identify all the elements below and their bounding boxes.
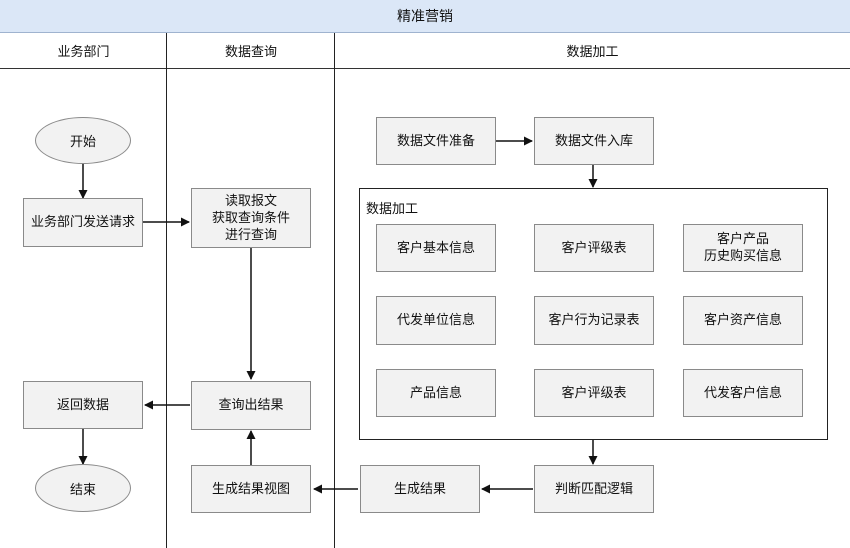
- end-node: 结束: [35, 464, 131, 512]
- start-node: 开始: [35, 117, 131, 164]
- match-logic-node-label: 判断匹配逻辑: [554, 481, 633, 497]
- query-result-node: 查询出结果: [191, 381, 311, 430]
- group-item-label: 客户行为记录表: [548, 313, 640, 328]
- start-node-label: 开始: [69, 135, 96, 150]
- group-item: 客户评级表: [534, 224, 654, 272]
- generate-result-node-label: 生成结果: [393, 481, 446, 497]
- query-result-node-label: 查询出结果: [218, 398, 284, 413]
- read-message-node-label: 读取报文 获取查询条件 进行查询: [211, 193, 290, 243]
- return-data-node-label: 返回数据: [56, 397, 109, 413]
- lane-header-query-text: 数据查询: [224, 45, 277, 60]
- file-import-node: 数据文件入库: [534, 117, 654, 165]
- group-item: 客户行为记录表: [534, 296, 654, 345]
- group-item-label: 客户基本信息: [396, 240, 475, 256]
- generate-result-node: 生成结果: [360, 465, 480, 513]
- group-item-label: 产品信息: [409, 385, 462, 401]
- generate-view-node-label: 生成结果视图: [211, 481, 290, 497]
- group-item: 代发单位信息: [376, 296, 496, 345]
- match-logic-node: 判断匹配逻辑: [534, 465, 654, 513]
- group-item: 产品信息: [376, 369, 496, 417]
- processing-group-label: 数据加工: [366, 202, 419, 217]
- lane-header-business-text: 业务部门: [57, 45, 110, 60]
- end-node-label: 结束: [69, 482, 96, 498]
- return-data-node: 返回数据: [23, 381, 143, 429]
- group-item-label: 客户评级表: [561, 240, 627, 256]
- group-item-label: 客户产品 历史购买信息: [703, 232, 782, 264]
- group-item: 客户资产信息: [683, 296, 803, 345]
- group-item: 代发客户信息: [683, 369, 803, 417]
- lane-header-processing: 数据加工: [335, 33, 850, 69]
- lane-separator-2: [334, 33, 335, 548]
- group-item: 客户产品 历史购买信息: [683, 224, 803, 272]
- lane-header-query: 数据查询: [167, 33, 335, 69]
- group-item-label: 代发客户信息: [703, 385, 782, 401]
- file-prepare-node-label: 数据文件准备: [396, 133, 475, 149]
- group-item-label: 客户评级表: [561, 385, 627, 401]
- file-import-node-label: 数据文件入库: [554, 133, 633, 149]
- send-request-node-label: 业务部门发送请求: [30, 215, 135, 230]
- group-item: 客户基本信息: [376, 224, 496, 272]
- lane-header-processing-text: 数据加工: [566, 45, 619, 60]
- lane-separator-1: [166, 33, 167, 548]
- group-item-label: 客户资产信息: [703, 313, 782, 328]
- send-request-node: 业务部门发送请求: [23, 198, 143, 247]
- generate-view-node: 生成结果视图: [191, 465, 311, 513]
- diagram-title: 精准营销: [0, 0, 850, 33]
- diagram-title-text: 精准营销: [397, 9, 453, 25]
- processing-group: [359, 188, 828, 440]
- group-item-label: 代发单位信息: [396, 313, 475, 328]
- group-item: 客户评级表: [534, 369, 654, 417]
- lane-header-business: 业务部门: [0, 33, 167, 69]
- read-message-node: 读取报文 获取查询条件 进行查询: [191, 188, 311, 248]
- file-prepare-node: 数据文件准备: [376, 117, 496, 165]
